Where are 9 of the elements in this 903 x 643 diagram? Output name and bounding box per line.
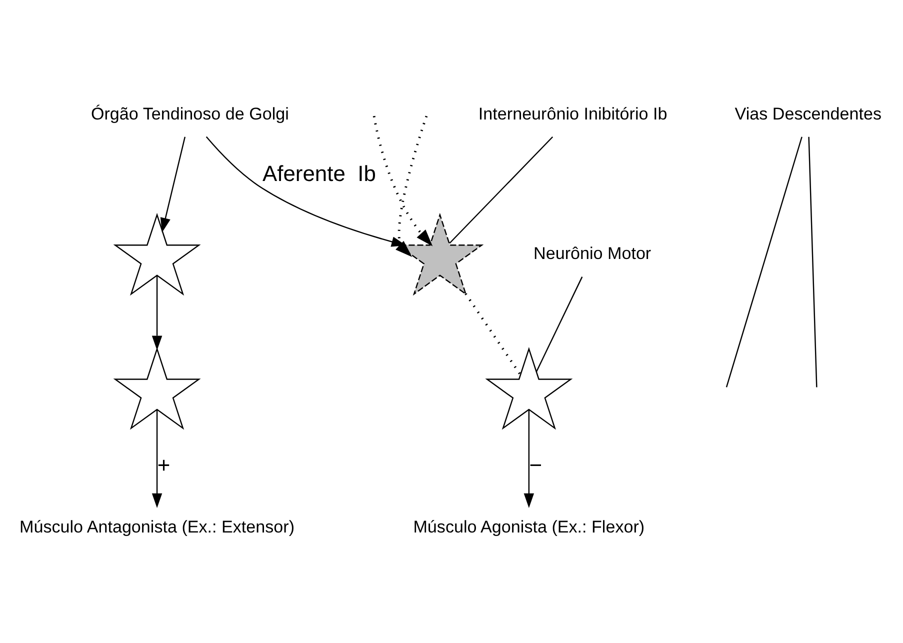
node-text: Músculo Antagonista (Ex.: Extensor) <box>20 518 295 537</box>
node-text: Vias Descendentes <box>734 104 882 124</box>
node-text: Músculo Agonista (Ex.: Flexor) <box>413 518 645 537</box>
edge-label: + <box>157 452 170 478</box>
node-text: Interneurônio Inibitório Ib <box>478 104 668 124</box>
node-text: Neurônio Motor <box>534 244 652 263</box>
edge-label: Aferente Ib <box>262 161 376 186</box>
node-text: Órgão Tendinoso de Golgi <box>90 104 289 124</box>
edge-label: − <box>529 452 542 478</box>
